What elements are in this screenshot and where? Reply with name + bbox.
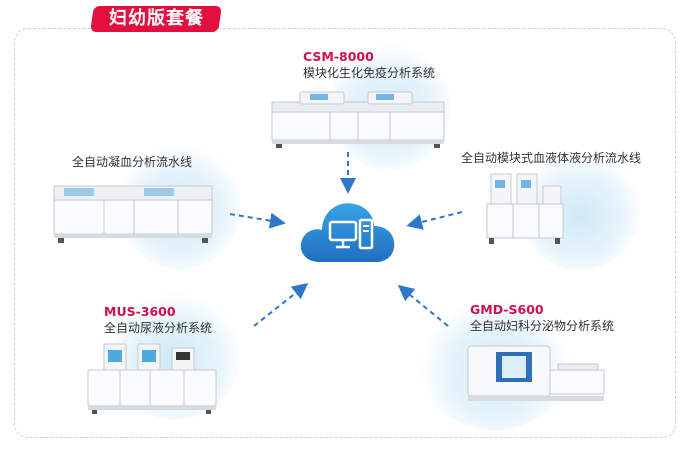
package-frame xyxy=(14,28,676,438)
coagulation-line-image xyxy=(52,178,214,244)
arrow-gmd xyxy=(397,284,449,327)
node-gmd-label: GMD-S600 全自动妇科分泌物分析系统 xyxy=(470,301,614,335)
csm-desc: 模块化生化免疫分析系统 xyxy=(303,66,436,80)
arrow-mus xyxy=(253,283,309,327)
arrow-coag xyxy=(229,212,286,229)
node-mus-label: MUS-3600 全自动尿液分析系统 xyxy=(104,303,212,337)
hematology-line-image xyxy=(485,172,565,248)
mus-3600-analyzer-image xyxy=(86,342,218,414)
mus-model: MUS-3600 xyxy=(104,304,176,319)
gmd-s600-analyzer-image xyxy=(466,342,606,404)
gmd-model: GMD-S600 xyxy=(470,302,544,317)
node-coag-label: 全自动凝血分析流水线 xyxy=(72,154,192,171)
blood-desc: 全自动模块式血液体液分析流水线 xyxy=(461,151,642,165)
cloud-computer-icon xyxy=(296,192,400,268)
gmd-desc: 全自动妇科分泌物分析系统 xyxy=(470,319,615,333)
csm-8000-analyzer-image xyxy=(270,88,446,148)
node-csm-label: CSM-8000 模块化生化免疫分析系统 xyxy=(303,48,435,82)
arrow-blood xyxy=(406,211,463,230)
mus-desc: 全自动尿液分析系统 xyxy=(104,321,213,335)
node-blood-label: 全自动模块式血液体液分析流水线 xyxy=(461,150,641,167)
coag-desc: 全自动凝血分析流水线 xyxy=(72,155,193,169)
csm-model: CSM-8000 xyxy=(303,49,374,64)
